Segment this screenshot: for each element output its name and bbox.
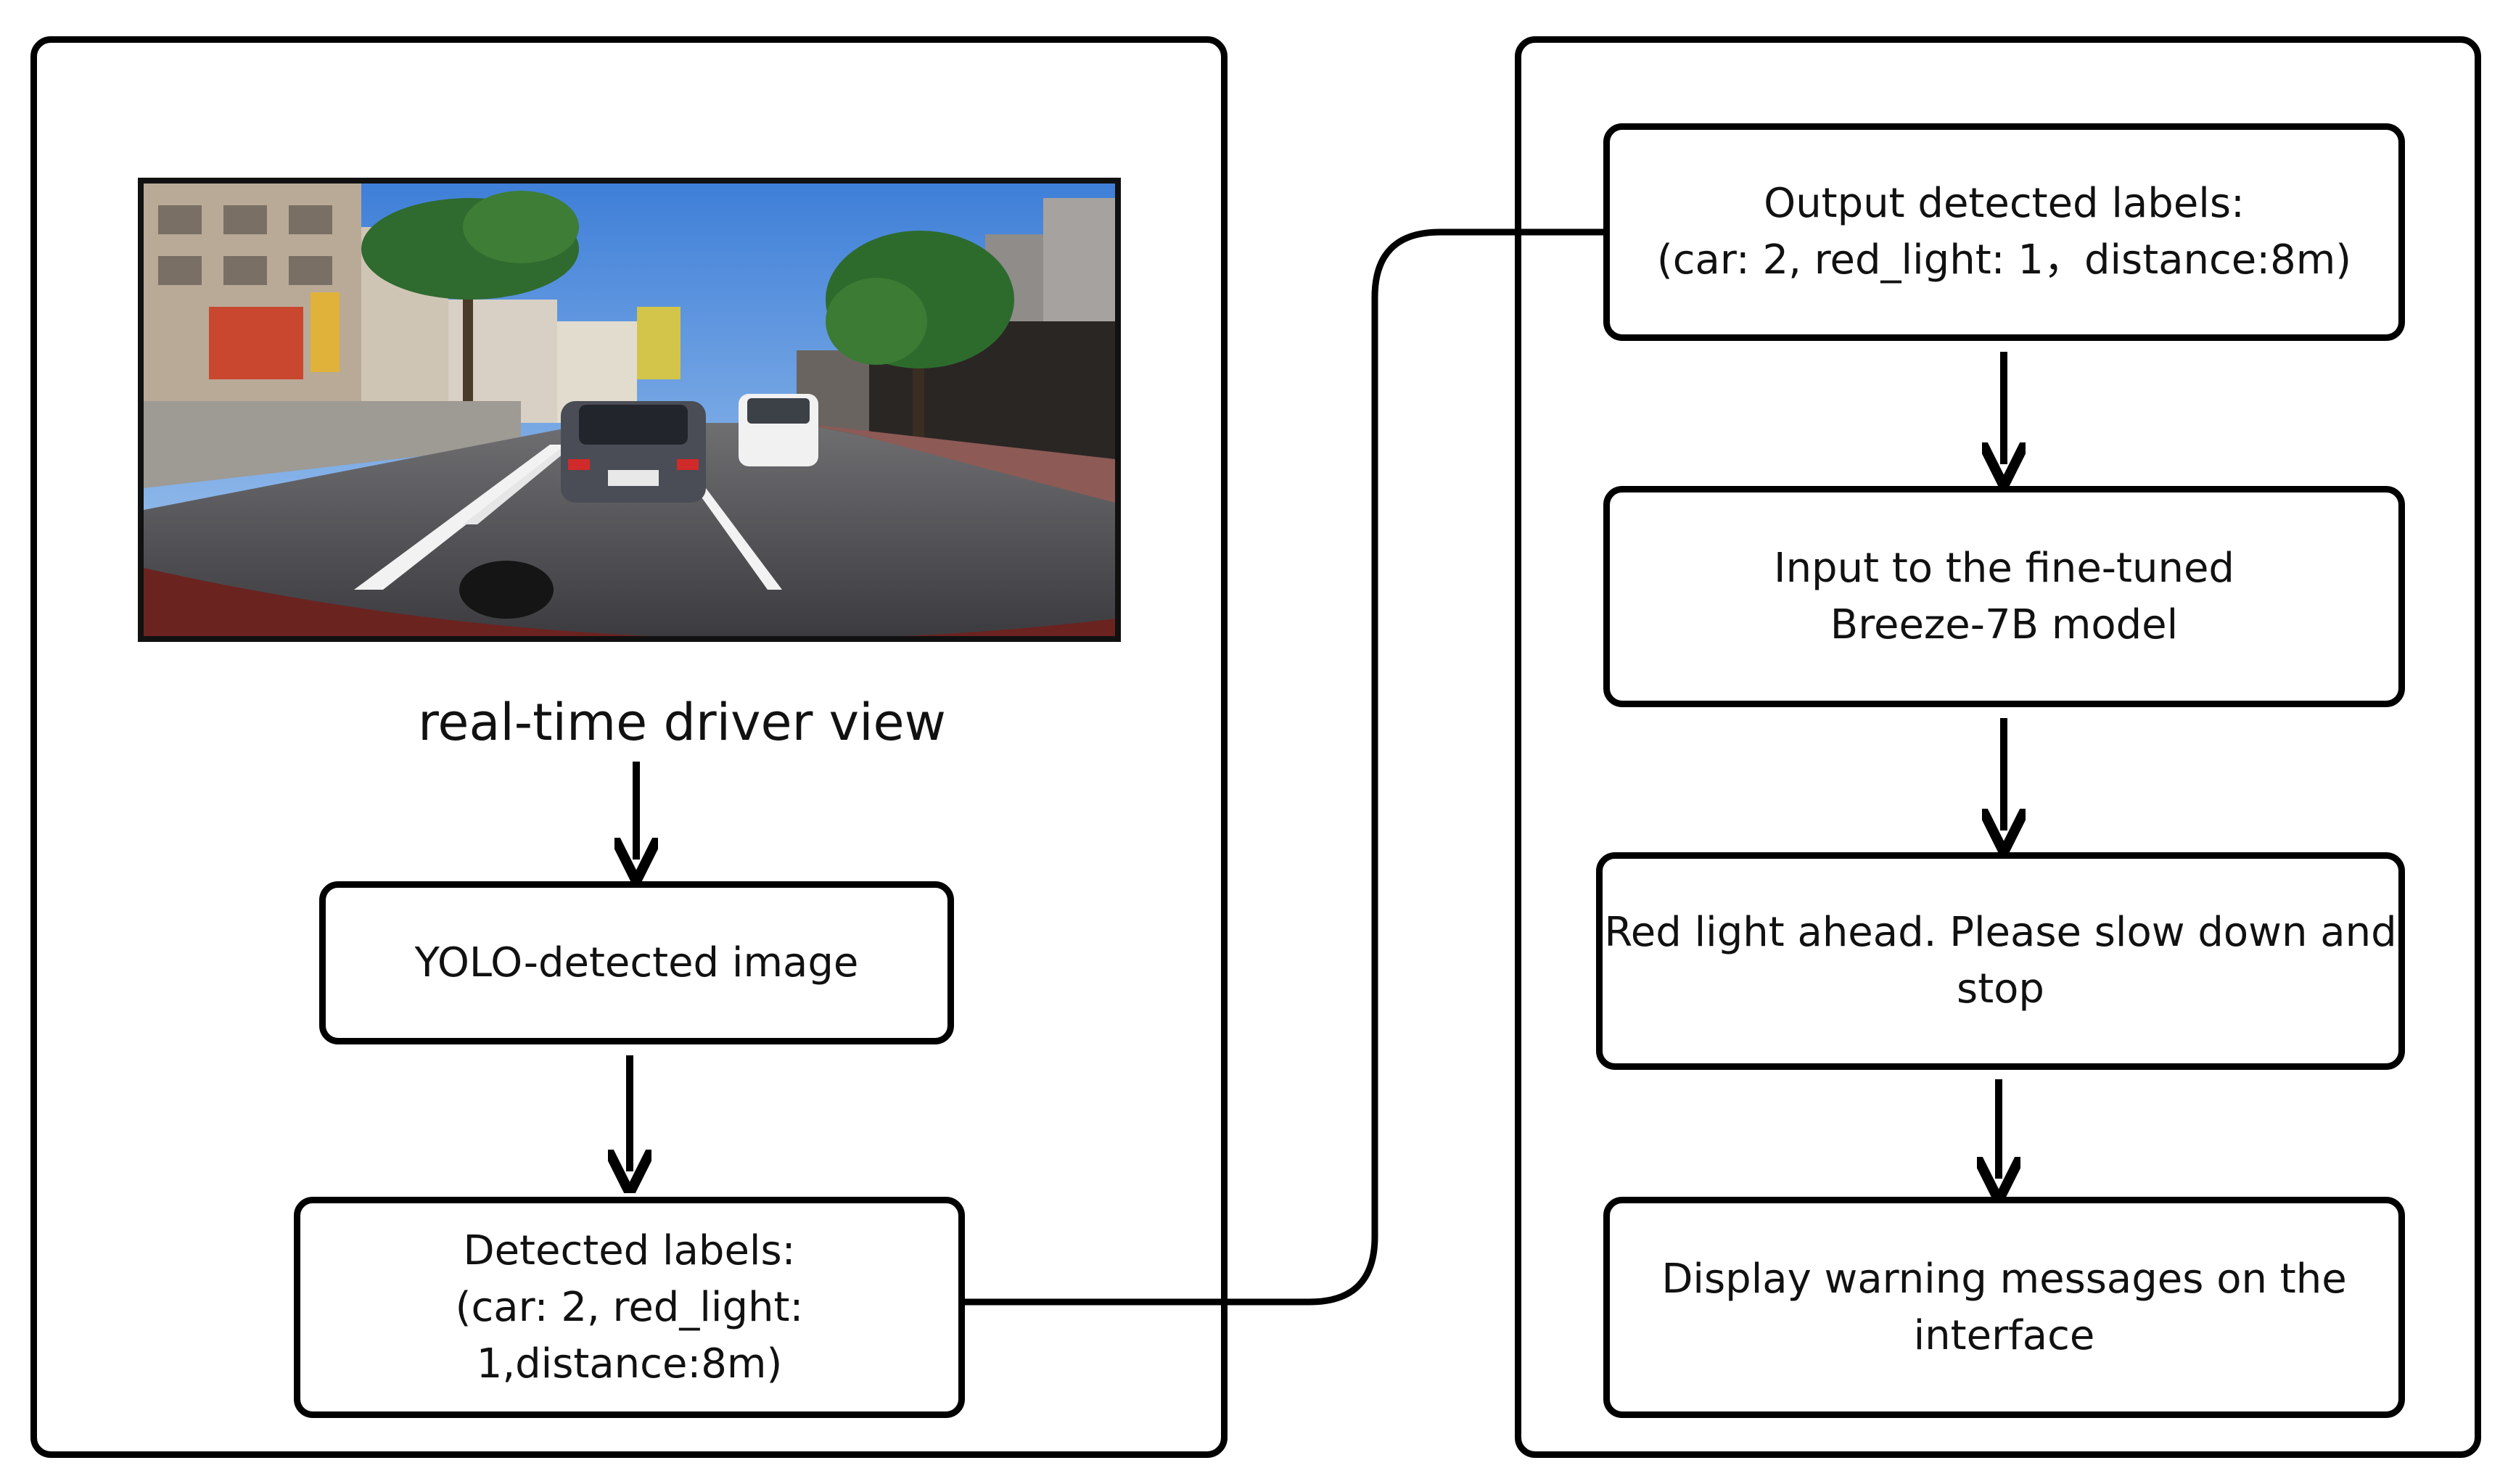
warning-message-line1: Red light ahead. Please slow down and [1604, 909, 2397, 956]
model-input-line2: Breeze-7B model [1830, 601, 2179, 648]
driver-view-caption: real-time driver view [418, 693, 946, 752]
yolo-detected-image-box: YOLO-detected image [319, 881, 954, 1044]
connector-labels-to-output [965, 228, 1603, 1306]
display-warning-box: Display warning messages on the interfac… [1603, 1197, 2405, 1418]
display-warning-line2: interface [1913, 1311, 2095, 1359]
model-input-box: Input to the fine-tuned Breeze-7B model [1603, 486, 2405, 707]
detected-labels-title: Detected labels: [463, 1227, 796, 1274]
warning-message-box: Red light ahead. Please slow down and st… [1596, 852, 2405, 1070]
display-warning-line1: Display warning messages on the [1661, 1255, 2347, 1303]
yolo-detected-image-label: YOLO-detected image [414, 939, 859, 986]
detected-labels-box: Detected labels: (car: 2, red_light: 1,d… [294, 1197, 965, 1418]
driver-view-photo [138, 178, 1121, 642]
detected-labels-values: (car: 2, red_light: 1,distance:8m) [455, 1283, 804, 1388]
driver-view-scene [144, 184, 1115, 636]
output-labels-title: Output detected labels: [1764, 180, 2245, 227]
model-input-line1: Input to the fine-tuned [1774, 544, 2234, 592]
warning-message-line2: stop [1957, 965, 2044, 1013]
output-labels-values: (car: 2, red_light: 1，distance:8m) [1656, 236, 2352, 284]
output-detected-labels-box: Output detected labels: (car: 2, red_lig… [1603, 123, 2405, 341]
